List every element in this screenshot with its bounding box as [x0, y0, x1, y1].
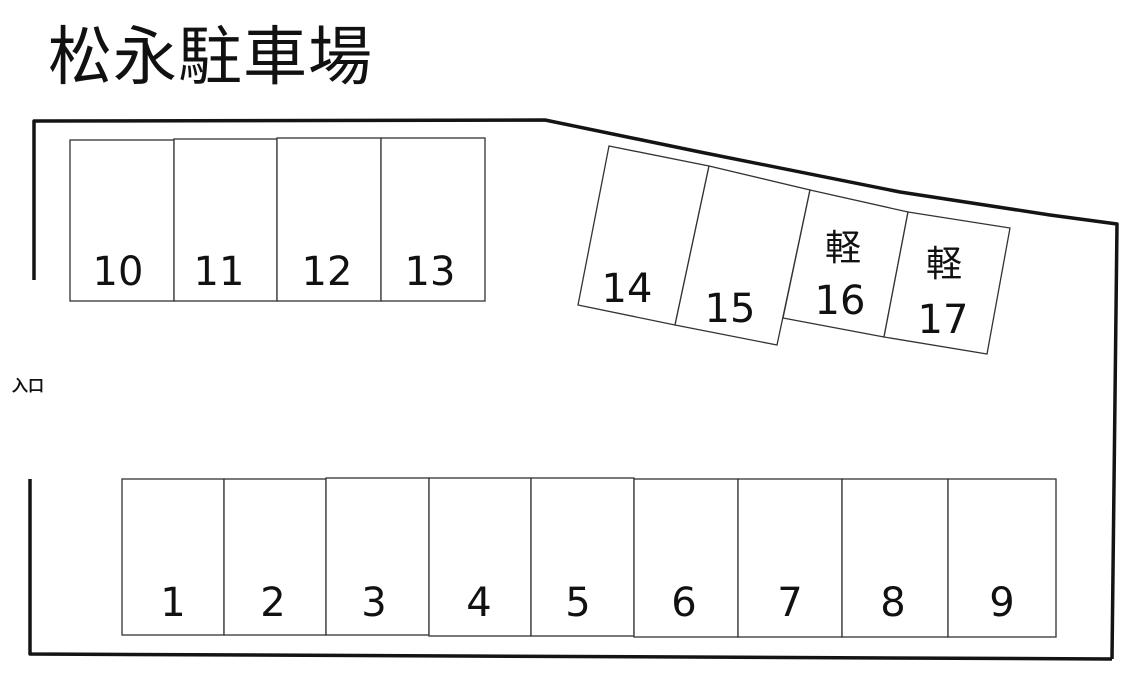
boundary-wall-top	[32, 118, 1119, 660]
parking-slot-7[interactable]: 7	[737, 478, 843, 638]
parking-slot-2[interactable]: 2	[223, 478, 327, 636]
parking-slot-10[interactable]: 10	[69, 139, 175, 302]
parking-slot-8[interactable]: 8	[841, 478, 949, 638]
page-title: 松永駐車場	[48, 21, 373, 95]
parking-slot-12[interactable]: 12	[276, 137, 382, 302]
entrance-label: 入口	[12, 376, 45, 395]
parking-slot-11[interactable]: 11	[173, 138, 278, 302]
parking-slot-3[interactable]: 3	[325, 477, 430, 636]
boundary-wall-bottom	[28, 479, 1113, 661]
parking-slot-4[interactable]: 4	[428, 477, 532, 637]
parking-slot-6[interactable]: 6	[633, 478, 739, 638]
parking-slot-9[interactable]: 9	[947, 478, 1057, 638]
parking-slot-1[interactable]: 1	[121, 478, 225, 636]
parking-slot-5[interactable]: 5	[530, 477, 635, 637]
parking-slot-13[interactable]: 13	[380, 137, 486, 302]
